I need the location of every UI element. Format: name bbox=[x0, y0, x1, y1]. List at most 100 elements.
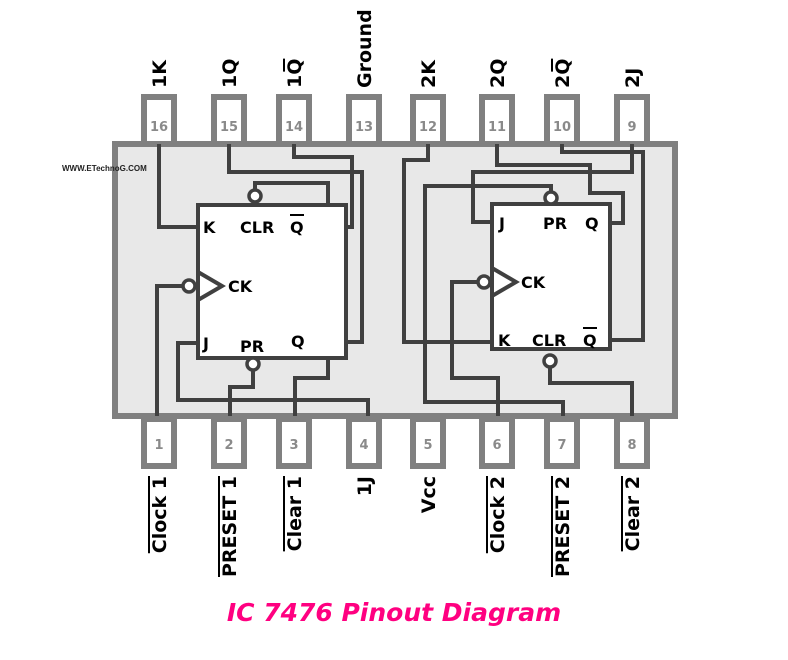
pin-5-lead bbox=[410, 416, 446, 469]
pin-3-label: Clear 1 bbox=[284, 476, 306, 551]
pin-10-label: 2Q bbox=[552, 59, 574, 88]
pin-7-number: 7 bbox=[557, 438, 566, 453]
wire-pin1-to-CK1 bbox=[155, 284, 183, 416]
pin-1-number: 1 bbox=[154, 438, 163, 453]
ff2-Qbar-label: Q bbox=[583, 331, 597, 350]
pin-7-lead bbox=[544, 416, 580, 469]
pin-5-label: Vcc bbox=[418, 476, 440, 513]
ff2-Q-label: Q bbox=[585, 214, 599, 233]
ff2-CK-label: CK bbox=[521, 273, 546, 292]
pin-2-label: PRESET 1 bbox=[219, 476, 241, 577]
wire-pin16-to-K1 bbox=[157, 144, 198, 229]
pin-11-number: 11 bbox=[488, 120, 506, 135]
pin-15-number: 15 bbox=[220, 120, 238, 135]
flipflop2: J PR Q CK K CLR Q bbox=[476, 190, 612, 369]
wire-pin9-to-J2 bbox=[471, 144, 634, 224]
watermark: WWW.ETechnoG.COM bbox=[62, 164, 147, 173]
wire-pin14-to-Qbar1 bbox=[292, 144, 354, 229]
pr2-bubble bbox=[543, 190, 559, 206]
pin-6-label: Clock 2 bbox=[487, 476, 509, 553]
pin-4-number: 4 bbox=[359, 438, 368, 453]
flipflop2-wiring bbox=[402, 144, 645, 416]
pin-3-lead bbox=[276, 416, 312, 469]
flipflop1-wiring bbox=[155, 144, 370, 416]
wire-pin2-to-PR1 bbox=[228, 370, 255, 416]
wire-pin10-to-Qbar2 bbox=[560, 144, 645, 342]
ck1-triangle-icon bbox=[196, 270, 226, 302]
ff1-J-label: J bbox=[202, 334, 209, 353]
ff2-CLR-label: CLR bbox=[532, 331, 566, 350]
ff2-PR-label: PR bbox=[543, 214, 567, 233]
ff1-Q-label: Q bbox=[291, 332, 305, 351]
clr2-bubble bbox=[542, 353, 558, 369]
diagram-title: IC 7476 Pinout Diagram bbox=[226, 598, 562, 627]
pin-11-lead bbox=[479, 94, 515, 147]
pin-6-lead bbox=[479, 416, 515, 469]
pin-8-lead bbox=[614, 416, 650, 469]
ck1-bubble bbox=[181, 278, 197, 294]
pin-3-number: 3 bbox=[289, 438, 298, 453]
pin-9: 92J bbox=[614, 68, 650, 147]
pin-8-label: Clear 2 bbox=[622, 476, 644, 551]
pin-4-lead bbox=[346, 416, 382, 469]
wire-pin12-to-K2 bbox=[402, 144, 492, 344]
pin-16-label: 1K bbox=[149, 59, 171, 88]
pin-5-number: 5 bbox=[423, 438, 432, 453]
pin-16-number: 16 bbox=[150, 120, 168, 135]
wire-pin6-to-CK2 bbox=[450, 280, 500, 416]
wire-pin4-to-J1 bbox=[176, 341, 370, 416]
pin-9-label: 2J bbox=[622, 68, 644, 88]
pin-1-lead bbox=[141, 416, 177, 469]
ff1-CK-label: CK bbox=[228, 277, 253, 296]
pin-12-label: 2K bbox=[418, 59, 440, 88]
pin-14-label: 1Q bbox=[284, 59, 306, 88]
pin-6-number: 6 bbox=[492, 438, 501, 453]
pin-14: 14 1Q bbox=[276, 58, 312, 147]
pin-10: 10 2Q bbox=[544, 58, 580, 147]
flipflop1: K CLR Q CK J PR Q bbox=[181, 188, 348, 372]
pin-2-lead bbox=[211, 416, 247, 469]
pin-11-label: 2Q bbox=[487, 59, 509, 88]
pin-7-label: PRESET 2 bbox=[552, 476, 574, 577]
pin-1-label: Clock 1 bbox=[149, 476, 171, 553]
pin-13-label: Ground bbox=[354, 9, 376, 88]
flipflop1-box bbox=[196, 203, 348, 360]
wire-pin8-to-CLR2 bbox=[548, 367, 634, 416]
pin-15: 15 1Q bbox=[211, 59, 247, 147]
ff1-PR-label: PR bbox=[240, 337, 264, 356]
flipflop2-box bbox=[490, 202, 612, 351]
pin-2-number: 2 bbox=[224, 438, 233, 453]
clr1-bubble bbox=[247, 188, 263, 204]
ff1-Qbar-label: Q bbox=[290, 218, 304, 237]
pin-10-number: 10 bbox=[553, 120, 571, 135]
wire-pin7-to-PR2 bbox=[423, 184, 565, 416]
pin-14-number: 14 bbox=[285, 120, 303, 135]
ff2-J-label: J bbox=[498, 214, 505, 233]
pin-14-lead bbox=[276, 94, 312, 147]
pin-13: 13 Ground bbox=[346, 9, 382, 147]
pin-13-lead bbox=[346, 94, 382, 147]
wire-pin11-to-Q2 bbox=[495, 144, 625, 225]
wire-pin15-to-Q1 bbox=[227, 144, 364, 344]
pin-4: 4 1J bbox=[346, 416, 382, 496]
ck2-triangle-icon bbox=[490, 266, 520, 298]
ff2-K-label: K bbox=[498, 331, 511, 350]
ff1-CLR-label: CLR bbox=[240, 218, 274, 237]
pin-4-label: 1J bbox=[354, 476, 376, 496]
pin-10-lead bbox=[544, 94, 580, 147]
pin-13-number: 13 bbox=[355, 120, 373, 135]
pin-16: 16 1K bbox=[141, 59, 177, 147]
pin-15-label: 1Q bbox=[219, 59, 241, 88]
ck2-bubble bbox=[476, 274, 492, 290]
ff1-K-label: K bbox=[203, 218, 216, 237]
